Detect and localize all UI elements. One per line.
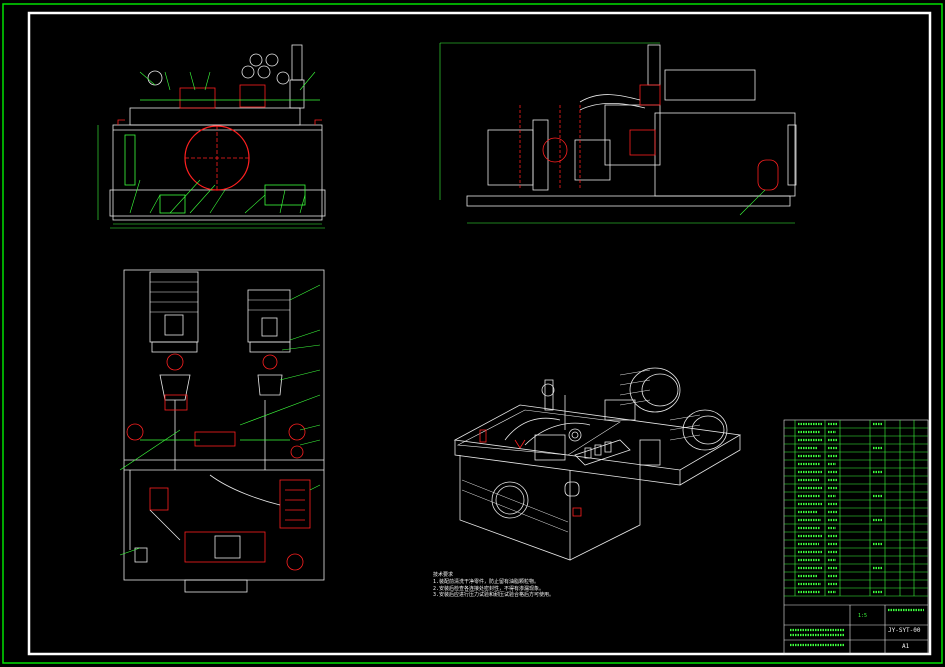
outer-frame [2, 3, 943, 664]
title-block-drawing-number: JY-SYT-00 [888, 627, 921, 634]
front-view [97, 44, 326, 229]
technical-requirements-heading: 技术要求 [433, 572, 454, 578]
isometric-view [453, 367, 742, 561]
technical-requirement-item: 1.装配前清洗干净零件，防止留有油脂颗粒物。 [433, 578, 540, 585]
technical-requirement-item: 2.安装后检查各连接处密封性，不得有渗漏现象。 [433, 585, 545, 592]
inner-frame [27, 11, 932, 656]
top-view [119, 269, 325, 593]
title-block [783, 419, 929, 655]
side-view [439, 42, 797, 224]
technical-requirements: 技术要求 1.装配前清洗干净零件，防止留有油脂颗粒物。 2.安装后检查各连接处密… [433, 572, 633, 599]
title-block-sheet-size: A1 [902, 643, 910, 650]
title-block-scale: 1:5 [858, 613, 868, 619]
technical-requirement-item: 3.安装后应进行压力试验和耐压试验合格后方可使用。 [433, 592, 555, 599]
